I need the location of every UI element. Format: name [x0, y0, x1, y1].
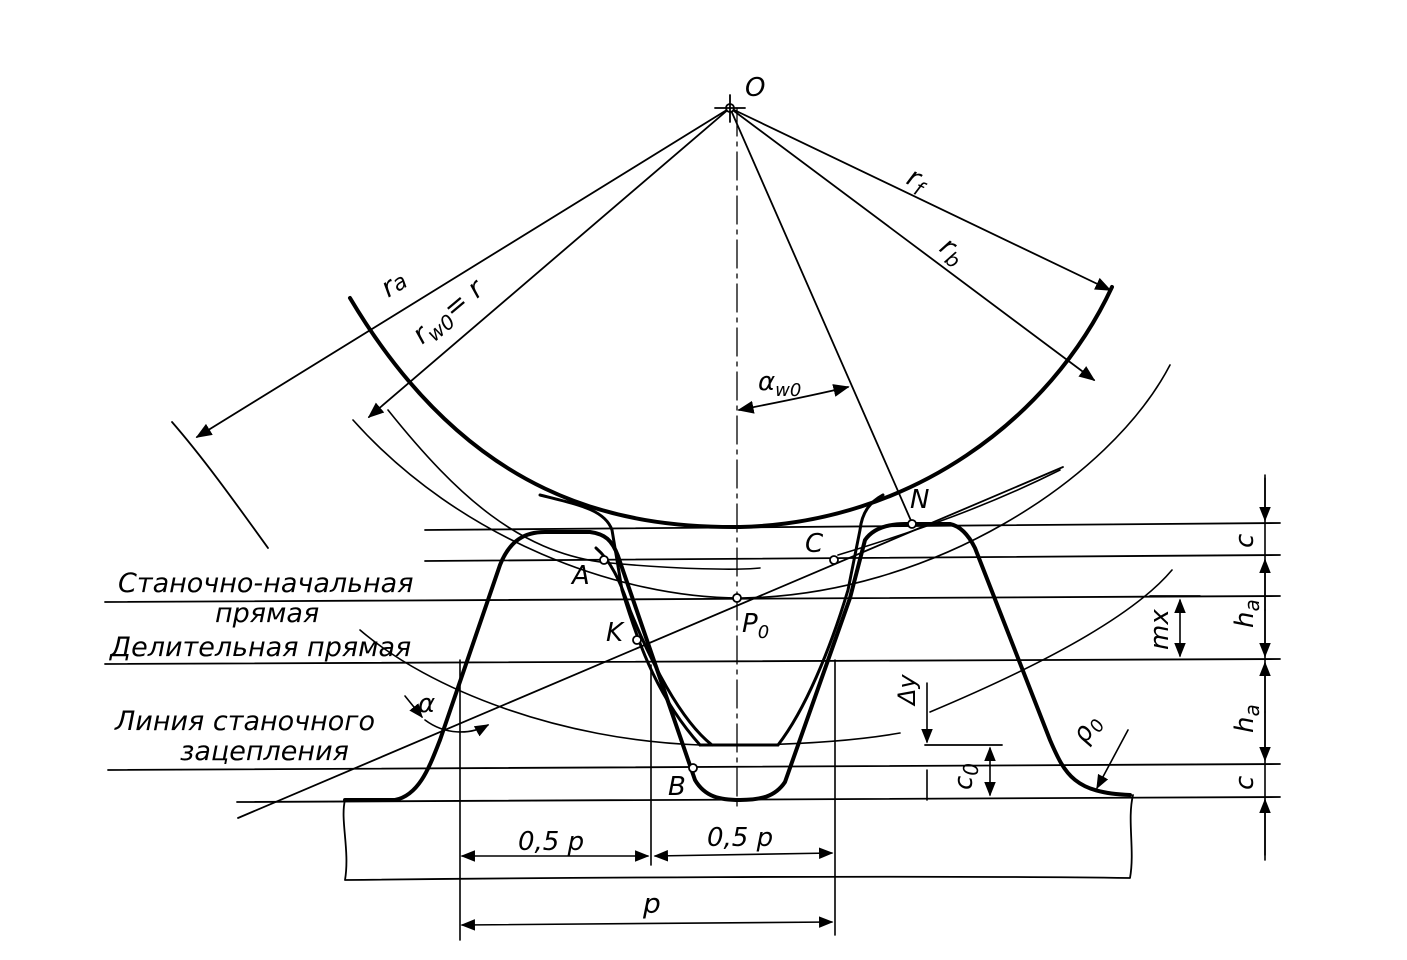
label-half-pitch-right: 0,5 p [707, 823, 773, 853]
lower-right-arc [929, 569, 1173, 713]
gear-tooth-profiles [538, 493, 885, 747]
upper-right-arc [837, 469, 1061, 556]
label-rb: rb [931, 231, 971, 273]
point-labels: O A K B C N P0 [570, 73, 929, 802]
label-a: A [570, 561, 590, 591]
pressure-angle-arc [424, 719, 490, 737]
label-mx: mx [1145, 609, 1175, 650]
label-ha-bottom: ha [1230, 704, 1264, 733]
machine-angle-arc [737, 384, 850, 414]
label-c-bottom: c [1230, 776, 1260, 790]
tooth-flank-right [776, 493, 885, 747]
pitch-circle-arc [352, 364, 1171, 599]
caption-machine-mesh-line-2: зацепления [180, 736, 349, 767]
key-points [599, 94, 917, 773]
dim-pitch [460, 916, 834, 931]
line-reference [104, 658, 1281, 665]
tooth-flank-left-inner [594, 546, 714, 747]
label-ra: ra [376, 265, 413, 304]
label-n: N [910, 485, 929, 515]
angle-labels: α αw0 [418, 367, 801, 719]
radial-lines [195, 107, 1112, 811]
label-p0: P0 [742, 609, 769, 643]
label-rw0: rw0= r [407, 272, 494, 353]
dimension-lines [459, 474, 1271, 941]
label-c-top: c [1230, 534, 1260, 548]
label-alpha-w0: αw0 [758, 367, 801, 401]
gear-arcs [171, 285, 1173, 746]
point-a-marker [599, 555, 609, 565]
label-b: B [668, 772, 686, 802]
root-circle-arc [348, 285, 1114, 530]
caption-machine-pitch-line-1: Станочно-начальная [118, 568, 413, 599]
label-k: K [606, 618, 625, 648]
label-rf: rf [900, 161, 934, 202]
caption-reference-line: Делительная прямая [109, 632, 411, 663]
rack-base-plate [342, 794, 1134, 881]
dim-half-pitch-right [653, 847, 834, 862]
point-c-marker [829, 555, 839, 565]
radius-labels: ra rw0= r rf rb [376, 161, 971, 353]
caption-machine-pitch-line-2: прямая [215, 598, 319, 629]
label-delta-y: Δy [893, 674, 921, 707]
inner-arc-1 [387, 409, 761, 570]
line-tip [424, 522, 1281, 531]
radius-tip-line [195, 107, 731, 438]
rack-profile [343, 522, 1132, 802]
caption-machine-mesh-line-1: Линия станочного [114, 706, 375, 737]
line-machine-pitch [104, 595, 1281, 603]
label-o: O [745, 73, 765, 103]
pressure-angle-pointer [404, 695, 423, 719]
point-n-marker [907, 519, 917, 529]
point-p0-marker [732, 593, 742, 603]
dimension-labels: 0,5 p 0,5 p p c ha ha c mx Δy c0 ρ0 [518, 534, 1264, 920]
radius-root-line [729, 107, 1112, 291]
point-k-marker [632, 635, 642, 645]
label-pitch: p [642, 887, 661, 920]
label-c0: c0 [949, 763, 983, 790]
line-o-n [729, 107, 913, 524]
line-c-top [424, 554, 1281, 562]
point-b-marker [688, 763, 698, 773]
label-ha-top: ha [1230, 599, 1264, 628]
label-half-pitch-left: 0,5 p [518, 827, 584, 857]
caption-labels: Станочно-начальная прямая Делительная пр… [109, 568, 413, 767]
label-c: C [805, 529, 824, 559]
radius-base-line [729, 107, 1096, 381]
tip-circle-arc [171, 421, 269, 549]
inner-arc-2 [359, 629, 901, 746]
label-alpha: α [418, 689, 435, 719]
radius-pitch-line [367, 107, 731, 419]
label-rho0: ρ0 [1066, 709, 1109, 750]
dim-rho0-arrow [1096, 729, 1129, 790]
